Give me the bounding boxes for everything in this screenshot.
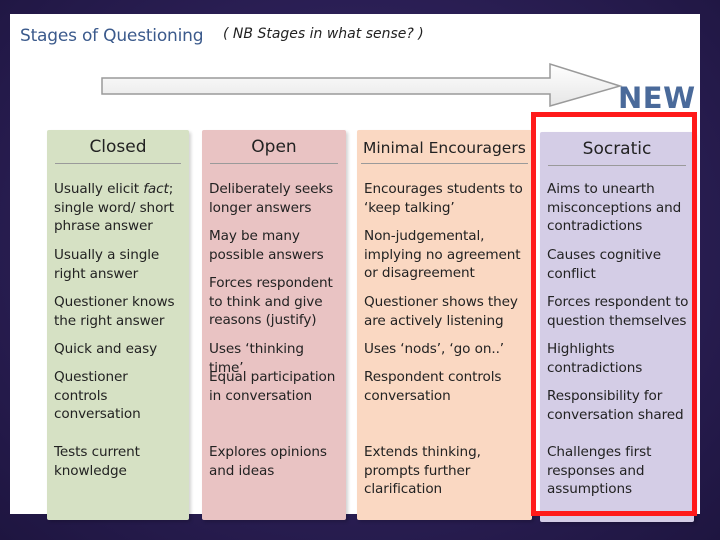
list-item: Usually a single right answer [54, 247, 160, 282]
column-closed: Closed Usually elicit fact; single word/… [47, 130, 189, 520]
list-item: Explores opinions and ideas [209, 444, 327, 479]
list-item: Usually elicit fact; single word/ short … [54, 181, 175, 234]
list-item: Forces respondent to question themselves [547, 294, 689, 329]
list-item: May be many possible answers [209, 228, 324, 263]
list-item: Uses ‘thinking time’ [209, 341, 304, 376]
list-item: Non-judgemental, implying no agreement o… [364, 228, 521, 281]
new-label: NEW [618, 81, 696, 115]
column-socratic: Socratic Aims to unearth misconceptions … [540, 132, 694, 522]
list-item: Deliberately seeks longer answers [209, 181, 334, 216]
list-item: Tests current knowledge [54, 444, 140, 479]
column-heading: Socratic [548, 132, 686, 166]
list-item: Encourages students to ‘keep talking’ [364, 181, 523, 216]
list-item: Questioner controls conversation [54, 369, 141, 422]
list-item: Equal participation in conversation [209, 369, 336, 404]
slide-note: ( NB Stages in what sense? ) [223, 26, 424, 42]
column-open: Open Deliberately seeks longer answers M… [202, 130, 346, 520]
list-item: Quick and easy [54, 341, 158, 357]
list-item: Causes cognitive conflict [547, 247, 662, 282]
slide-title: Stages of Questioning [20, 26, 204, 46]
list-item: Highlights contradictions [547, 341, 643, 376]
column-heading: Open [210, 130, 338, 164]
slide: Stages of Questioning ( NB Stages in wha… [10, 14, 700, 522]
column-heading: Closed [55, 130, 181, 164]
list-item: Aims to unearth misconceptions and contr… [547, 181, 682, 234]
column-heading: Minimal Encouragers [361, 130, 528, 164]
list-item: Forces respondent to think and give reas… [209, 275, 333, 328]
list-item: Questioner knows the right answer [54, 294, 175, 329]
column-minimal-encouragers: Minimal Encouragers Encourages students … [357, 130, 532, 520]
list-item: Extends thinking, prompts further clarif… [364, 444, 481, 497]
list-item: Uses ‘nods’, ‘go on..’ [364, 341, 505, 357]
list-item: Challenges first responses and assumptio… [547, 444, 652, 497]
progression-arrow-icon [101, 62, 623, 107]
list-item: Responsibility for conversation shared [547, 388, 684, 423]
list-item: Questioner shows they are actively liste… [364, 294, 518, 329]
list-item: Respondent controls conversation [364, 369, 502, 404]
